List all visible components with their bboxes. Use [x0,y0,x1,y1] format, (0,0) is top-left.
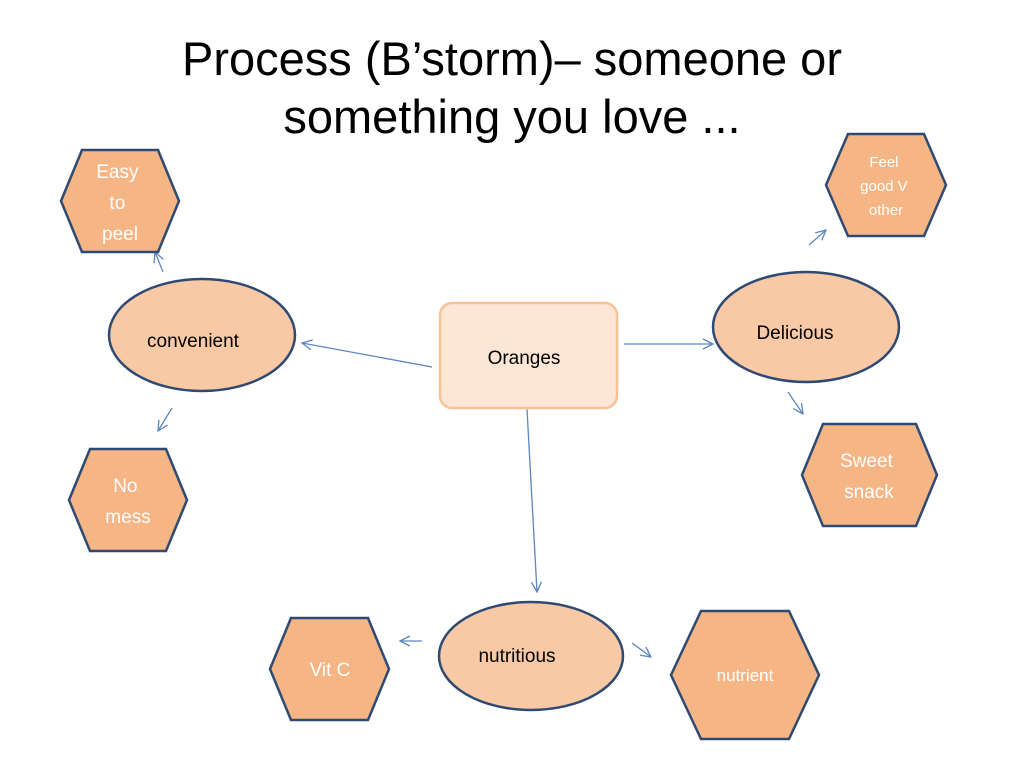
title-line-1: Process (B’storm)– someone or [182,32,842,85]
leaf-label-easy-to-peel-line-3: peel [102,224,138,245]
leaf-node-easy-to-peel: Easy to peel [59,148,181,254]
center-node-oranges: Oranges [438,301,619,410]
branch-node-convenient: convenient [107,277,297,393]
branch-label-delicious: Delicious [756,323,833,344]
arrow-oranges-to-nutritious [526,408,537,592]
title-line-2: something you love ... [283,90,741,143]
leaf-label-feel-good-line-1: Feel [869,154,898,171]
arrow-nutritious-to-nutrient [631,642,651,657]
leaf-label-no-mess-line-1: No [113,476,137,497]
branch-label-convenient: convenient [147,331,240,352]
leaf-label-vit-c: Vit C [310,660,351,681]
leaf-label-feel-good-line-3: other [869,202,903,219]
slide-title: Process (B’storm)– someone or something … [0,30,1024,146]
connectors [155,230,826,657]
leaf-label-sweet-snack-line-2: snack [844,482,894,503]
arrow-convenient-to-easy-to-peel [155,252,163,273]
leaf-node-vit-c: Vit C [268,616,391,722]
leaf-label-feel-good: Feel good V other [860,154,912,219]
branch-node-delicious: Delicious [711,270,901,384]
leaf-label-nutrient: nutrient [717,666,774,685]
arrow-delicious-to-sweet-snack [787,391,803,414]
leaf-label-easy-to-peel-line-2: to [109,193,125,214]
leaf-label-easy-to-peel-line-1: Easy [96,162,139,183]
arrow-oranges-to-convenient [302,343,433,368]
leaf-label-no-mess-line-2: mess [105,507,150,528]
branch-label-nutritious: nutritious [478,646,555,667]
leaf-label-sweet-snack-line-1: Sweet [840,451,894,472]
center-node-label: Oranges [488,348,561,369]
leaf-label-easy-to-peel: Easy to peel [96,162,144,245]
branch-node-nutritious: nutritious [437,600,625,712]
leaf-label-sweet-snack: Sweet snack [840,451,898,503]
arrow-delicious-to-feel-good [808,230,826,246]
leaf-label-no-mess: No mess [105,476,150,528]
leaf-node-feel-good: Feel good V other [824,132,948,238]
leaf-node-sweet-snack: Sweet snack [800,422,939,528]
leaf-label-feel-good-line-2: good V [860,178,908,195]
arrow-convenient-to-no-mess [158,407,173,431]
leaf-node-no-mess: No mess [67,447,189,553]
leaf-node-nutrient: nutrient [669,609,821,741]
